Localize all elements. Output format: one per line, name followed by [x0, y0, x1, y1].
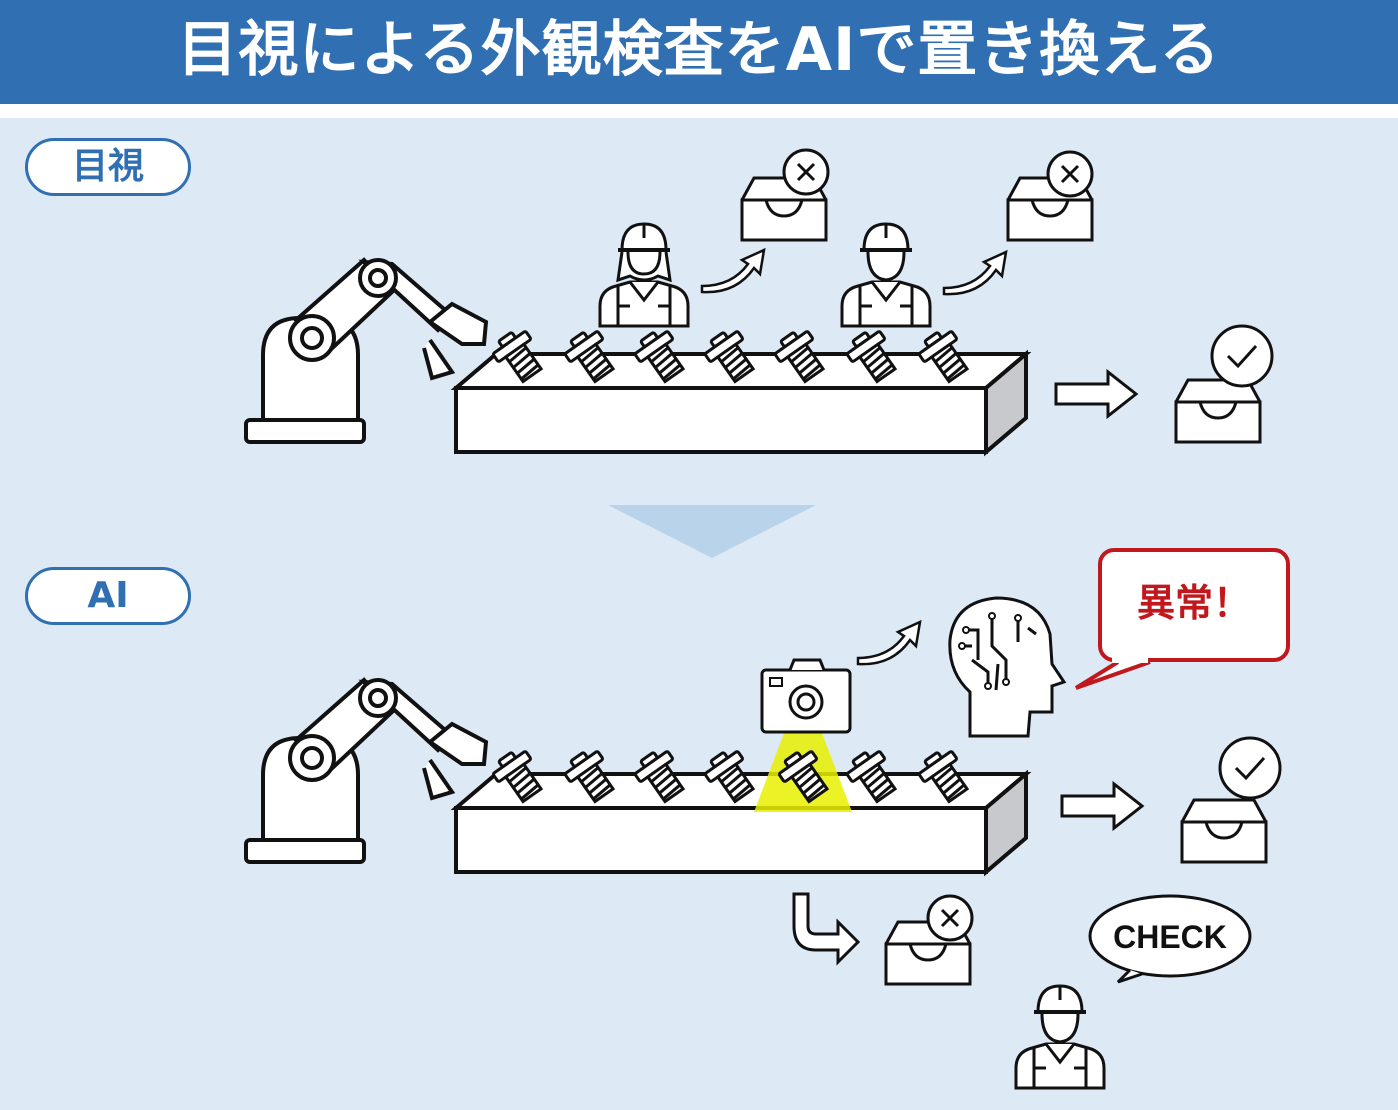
flow-down-arrow	[608, 505, 816, 558]
curved-arrow-icon	[700, 248, 766, 294]
worker-icon	[1014, 984, 1106, 1090]
section-label-visual: 目視	[25, 138, 191, 196]
robot-arm-icon	[244, 678, 488, 864]
ai-head-icon	[948, 596, 1067, 738]
alert-text: 異常！	[1137, 581, 1251, 625]
accept-tray-icon	[1180, 736, 1282, 864]
worker-icon	[598, 222, 690, 328]
robot-arm-icon	[244, 258, 488, 444]
curved-arrow-icon	[942, 250, 1008, 296]
check-bubble: CHECK	[1088, 894, 1252, 984]
camera-icon	[760, 658, 852, 734]
check-text: CHECK	[1113, 919, 1227, 955]
curved-arrow-icon	[856, 620, 922, 666]
reject-tray-icon	[740, 148, 830, 242]
ai-inspection-scene	[244, 596, 1282, 1090]
alert-bubble: 異常！	[1074, 548, 1290, 690]
reject-tray-icon	[1006, 150, 1094, 242]
title-bar: 目視による外観検査をAIで置き換える	[0, 0, 1398, 118]
visual-inspection-scene	[244, 148, 1274, 454]
right-arrow-icon	[1060, 782, 1144, 830]
right-arrow-icon	[1054, 370, 1138, 418]
worker-icon	[840, 222, 932, 328]
page-title: 目視による外観検査をAIで置き換える	[177, 15, 1221, 85]
bent-arrow-icon	[792, 892, 861, 966]
section-label-ai: AI	[25, 567, 191, 625]
accept-tray-icon	[1174, 324, 1274, 444]
reject-tray-icon	[884, 894, 974, 986]
